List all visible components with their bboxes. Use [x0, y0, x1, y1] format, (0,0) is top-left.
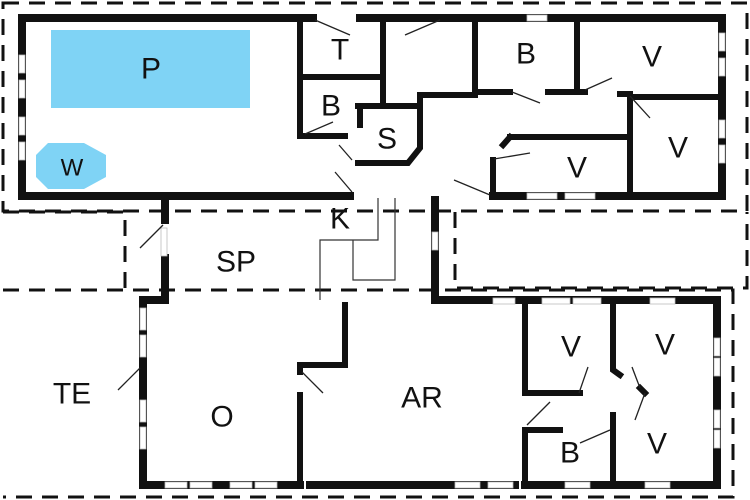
room-label-dining: SP [216, 246, 256, 279]
room-label-bath-lower: B [560, 437, 580, 470]
whirlpool [36, 143, 106, 189]
room-label-pool: P [141, 53, 161, 86]
room-label-terrace: TE [53, 378, 91, 411]
room-label-kitchen: K [330, 203, 350, 236]
room-label-bath-top: B [516, 38, 536, 71]
room-label-bedroom-lower-2: V [655, 329, 675, 362]
room-label-bedroom-top-right: V [642, 41, 662, 74]
room-label-whirlpool: W [61, 155, 84, 182]
room-label-bedroom-right: V [668, 132, 688, 165]
room-label-toilet: T [331, 34, 349, 67]
room-label-bedroom-lower-1: V [561, 331, 581, 364]
windows [18, 14, 726, 489]
room-label-bedroom-lower-3: V [647, 428, 667, 461]
doors [117, 19, 651, 444]
kitchen-counter [319, 198, 396, 300]
room-label-activity-room: AR [401, 382, 443, 415]
room-label-sauna: S [377, 123, 397, 156]
room-label-bedroom-small: V [567, 152, 587, 185]
pool [51, 30, 250, 108]
room-label-living: O [210, 401, 233, 434]
room-label-bath-top-left: B [321, 90, 341, 123]
